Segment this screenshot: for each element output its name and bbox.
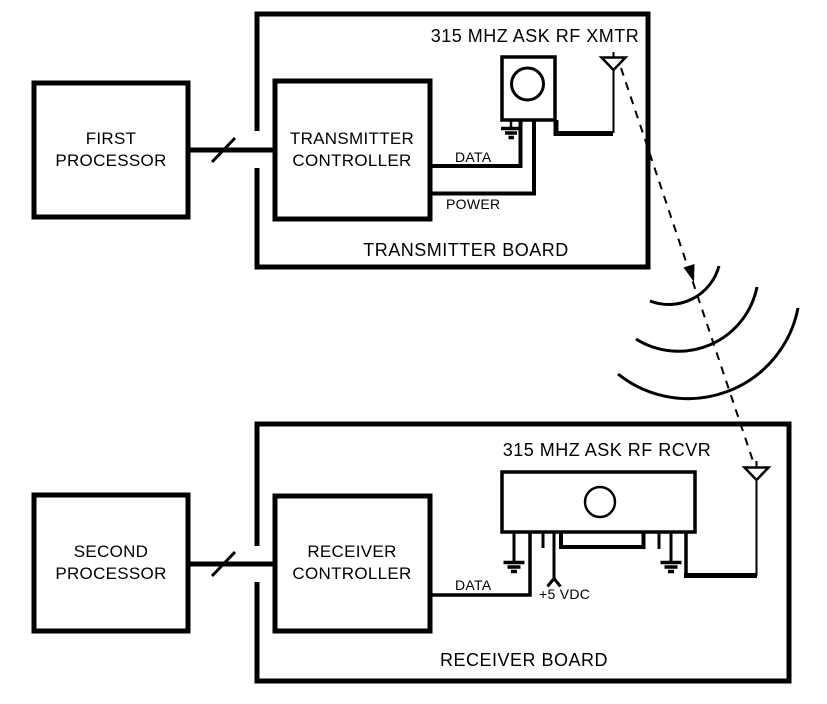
rx-data-label: DATA (455, 577, 492, 593)
tx-module-title: 315 MHZ ASK RF XMTR (430, 26, 640, 46)
rx-rf-module-circle (583, 485, 617, 519)
rx-data-line (430, 532, 532, 597)
rx-power-chevron (546, 576, 562, 588)
rf-signal-dashed-line (620, 67, 755, 465)
rf-signal-arrowhead (683, 264, 695, 282)
tx-data-line (430, 120, 523, 168)
tx-power-line (430, 120, 536, 196)
tx-antenna-icon (598, 52, 629, 133)
rx-ground-symbol-right (660, 560, 682, 574)
rx-rf-module (500, 470, 697, 534)
tx-antenna-feed-line (553, 120, 613, 136)
rx-board-label: RECEIVER BOARD (439, 650, 609, 670)
tx-controller-label: TRANSMITTER CONTROLLER (289, 129, 415, 170)
rx-module-title: 315 MHZ ASK RF RCVR (502, 440, 712, 460)
rx-controller-label: RECEIVER CONTROLLER (292, 542, 412, 583)
rx-bus-slash (210, 550, 237, 578)
tx-power-label: POWER (446, 196, 501, 212)
tx-data-label: DATA (455, 149, 492, 165)
rx-ground-symbol-left (503, 560, 525, 574)
tx-bus-slash (210, 136, 237, 164)
first-processor-label: FIRST PROCESSOR (55, 129, 167, 170)
second-processor-label: SECOND PROCESSOR (55, 542, 167, 583)
rx-supply-label: +5 VDC (539, 586, 591, 602)
rx-bracket-trace (559, 532, 646, 549)
tx-rf-module (500, 55, 557, 122)
tx-rf-module-circle (510, 66, 545, 102)
rx-antenna-icon (741, 461, 772, 576)
tx-board-label: TRANSMITTER BOARD (363, 240, 569, 260)
tx-ground-symbol (501, 120, 521, 140)
rf-wave-arcs (617, 265, 800, 401)
